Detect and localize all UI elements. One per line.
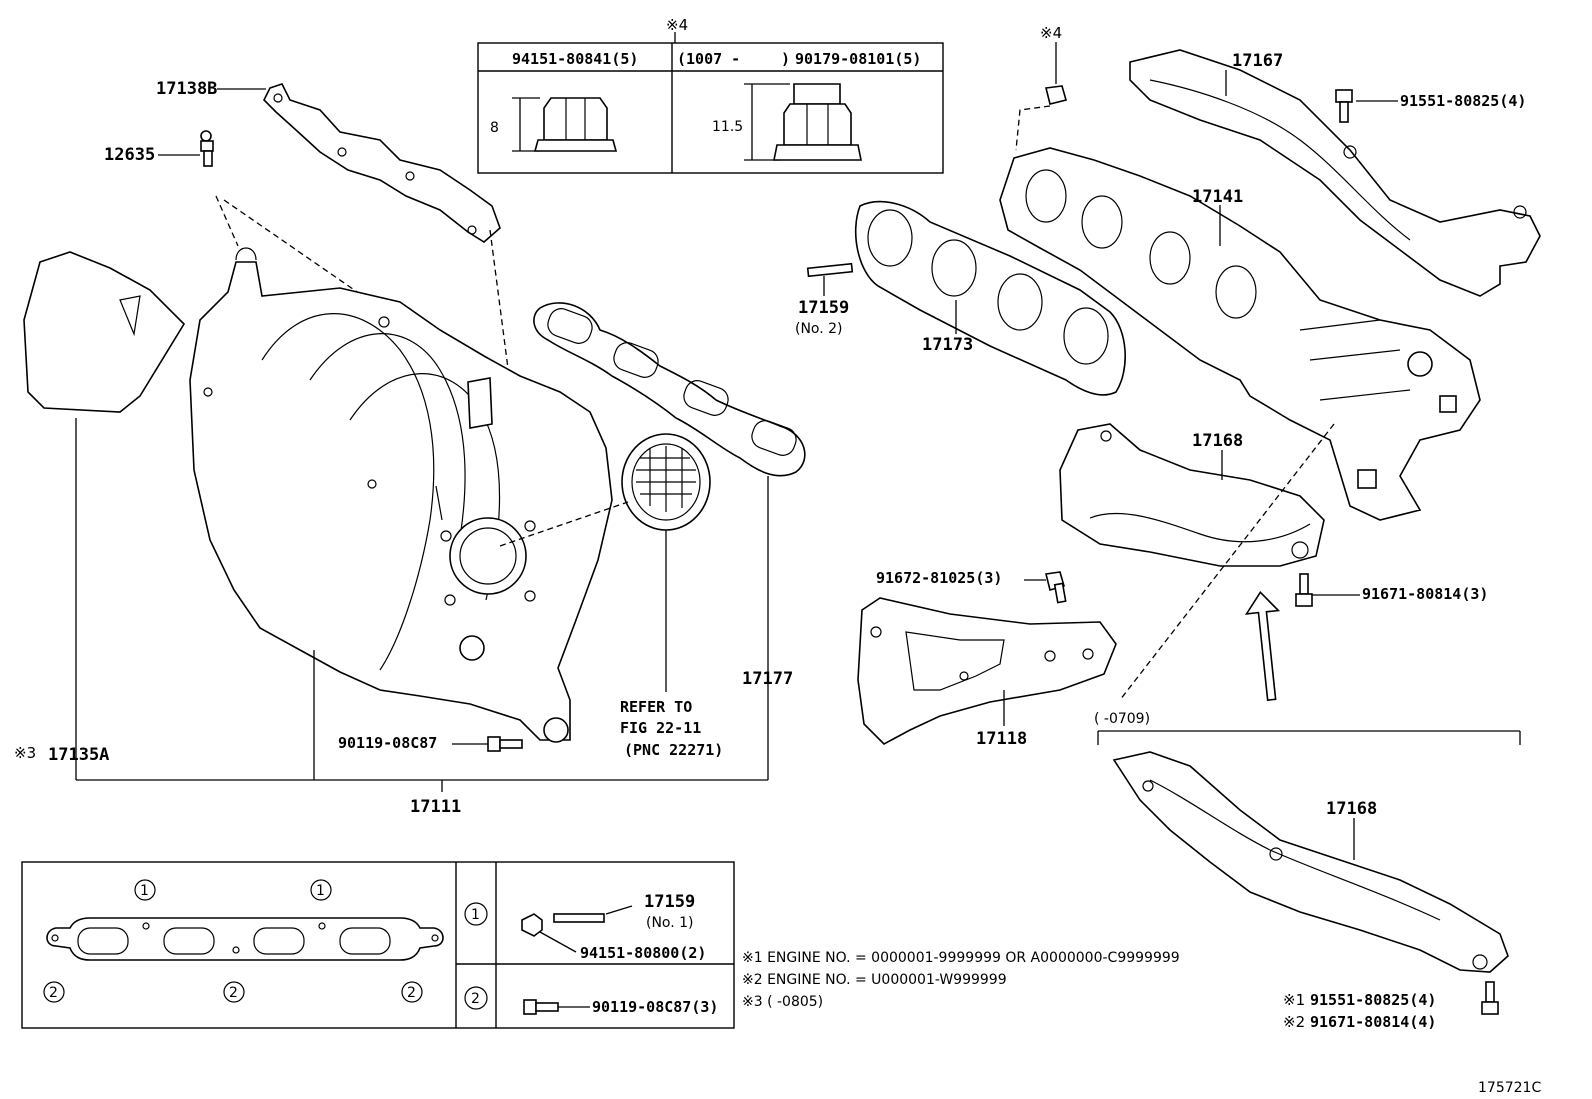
legend-row1-marker: 1: [464, 902, 488, 926]
bolt-91671-upper: [1295, 573, 1313, 607]
note-3: ※3 ( -0805): [742, 994, 823, 1010]
svg-text:1: 1: [316, 883, 325, 899]
refer-line2: FIG 22-11: [620, 719, 701, 737]
label-91671-lower: 91671-80814(4): [1310, 1013, 1436, 1031]
assembly-arrow: [1244, 591, 1281, 702]
note-2: ※2 ENGINE NO. = U000001-W999999: [742, 972, 1007, 988]
label-90119-main: 90119-08C87: [338, 734, 437, 752]
legend-marker-1a: 1: [134, 879, 156, 901]
label-17135A: 17135A: [48, 745, 109, 765]
label-91551-lower: 91551-80825(4): [1310, 991, 1436, 1009]
bolt-lower-91551-91671: [1481, 981, 1499, 1015]
svg-text:1: 1: [140, 883, 149, 899]
svg-text:2: 2: [229, 985, 238, 1001]
svg-text:2: 2: [49, 985, 58, 1001]
bracket-17138B: [263, 83, 501, 243]
stud-17159-no2: [806, 262, 854, 278]
refer-line1: REFER TO: [620, 698, 692, 716]
flange-nut-8-drawing: 8: [490, 97, 618, 152]
gasket-legend-box: 1 1 2 2 2 1 2 17159 (No.: [21, 861, 735, 1029]
nut-right-part-no: 90179-08101(5): [795, 50, 921, 68]
nut-right-range-close: ): [781, 50, 790, 68]
nut-4-mark: ※4: [1040, 24, 1062, 42]
legend-row2-marker: 2: [464, 986, 488, 1010]
nut-left-dim: 8: [490, 120, 499, 136]
flange-nut-11-5-drawing: 11.5: [712, 83, 862, 161]
label-17118: 17118: [976, 729, 1027, 749]
legend-marker-2b: 2: [223, 981, 245, 1003]
label-17168-upper: 17168: [1192, 431, 1243, 451]
refer-line3: (PNC 22271): [624, 741, 723, 759]
intake-manifold-body: [189, 247, 613, 743]
stud-12635: [200, 130, 214, 167]
nut-right-dim: 11.5: [712, 119, 743, 135]
svg-text:2: 2: [471, 991, 480, 1007]
nut-94151-icon: [521, 913, 543, 937]
nut-table-mark: ※4: [666, 16, 688, 34]
bolt-90119-legend-icon: [523, 999, 537, 1015]
label-17167: 17167: [1232, 51, 1283, 71]
exhaust-manifold-17141: [999, 147, 1481, 521]
heat-insulator-17168-lower: [1112, 751, 1509, 973]
bolt-90119-main: [487, 736, 523, 752]
bolt-91672: [1045, 571, 1067, 604]
legend-marker-2c: 2: [401, 981, 423, 1003]
bracket-17118: [857, 597, 1117, 745]
label-91551-lower-mark: ※1: [1283, 991, 1305, 1009]
heat-insulator-17167: [1129, 49, 1541, 297]
legend-94151-80800: 94151-80800(2): [580, 944, 706, 962]
svg-text:2: 2: [407, 985, 416, 1001]
bolt-91551-top: [1335, 89, 1353, 123]
label-17135A-mark: ※3: [14, 744, 36, 762]
label-91672: 91672-81025(3): [876, 569, 1002, 587]
label-91671-lower-mark: ※2: [1283, 1013, 1305, 1031]
label-17111: 17111: [410, 797, 461, 817]
label-17159-no2: 17159: [798, 298, 849, 318]
label-91671-upper: 91671-80814(3): [1362, 585, 1488, 603]
label-12635: 12635: [104, 145, 155, 165]
legend-90119-08C87: 90119-08C87(3): [592, 998, 718, 1016]
stud-17159-no1-icon: [553, 913, 605, 923]
figure-id: 175721C: [1478, 1080, 1541, 1096]
legend-marker-1b: 1: [310, 879, 332, 901]
svg-text:1: 1: [471, 907, 480, 923]
label-17141: 17141: [1192, 187, 1243, 207]
label-17138B: 17138B: [156, 79, 217, 99]
nut-4-drawing: [1045, 85, 1067, 105]
legend-17159-sub: (No. 1): [646, 915, 694, 931]
note-1: ※1 ENGINE NO. = 0000001-9999999 OR A0000…: [742, 950, 1180, 966]
throttle-gasket-ring: [621, 433, 711, 531]
cover-17135A: [23, 251, 186, 413]
legend-17159: 17159: [644, 892, 695, 912]
gasket-17173: [854, 200, 1126, 396]
nut-left-part-no: 94151-80841(5): [512, 50, 638, 68]
nut-right-range: (1007 -: [677, 50, 740, 68]
range-0709: ( -0709): [1094, 711, 1150, 727]
label-91551-top: 91551-80825(4): [1400, 92, 1526, 110]
legend-marker-2a: 2: [43, 981, 65, 1003]
label-17168-lower: 17168: [1326, 799, 1377, 819]
label-17159-no2-sub: (No. 2): [795, 321, 843, 337]
heat-insulator-17168-upper: [1059, 423, 1325, 567]
label-17177: 17177: [742, 669, 793, 689]
gasket-17177: [533, 302, 806, 477]
nut-spec-table: ※4 94151-80841(5) (1007 - ) 90179-08101(…: [477, 16, 944, 174]
label-17173: 17173: [922, 335, 973, 355]
